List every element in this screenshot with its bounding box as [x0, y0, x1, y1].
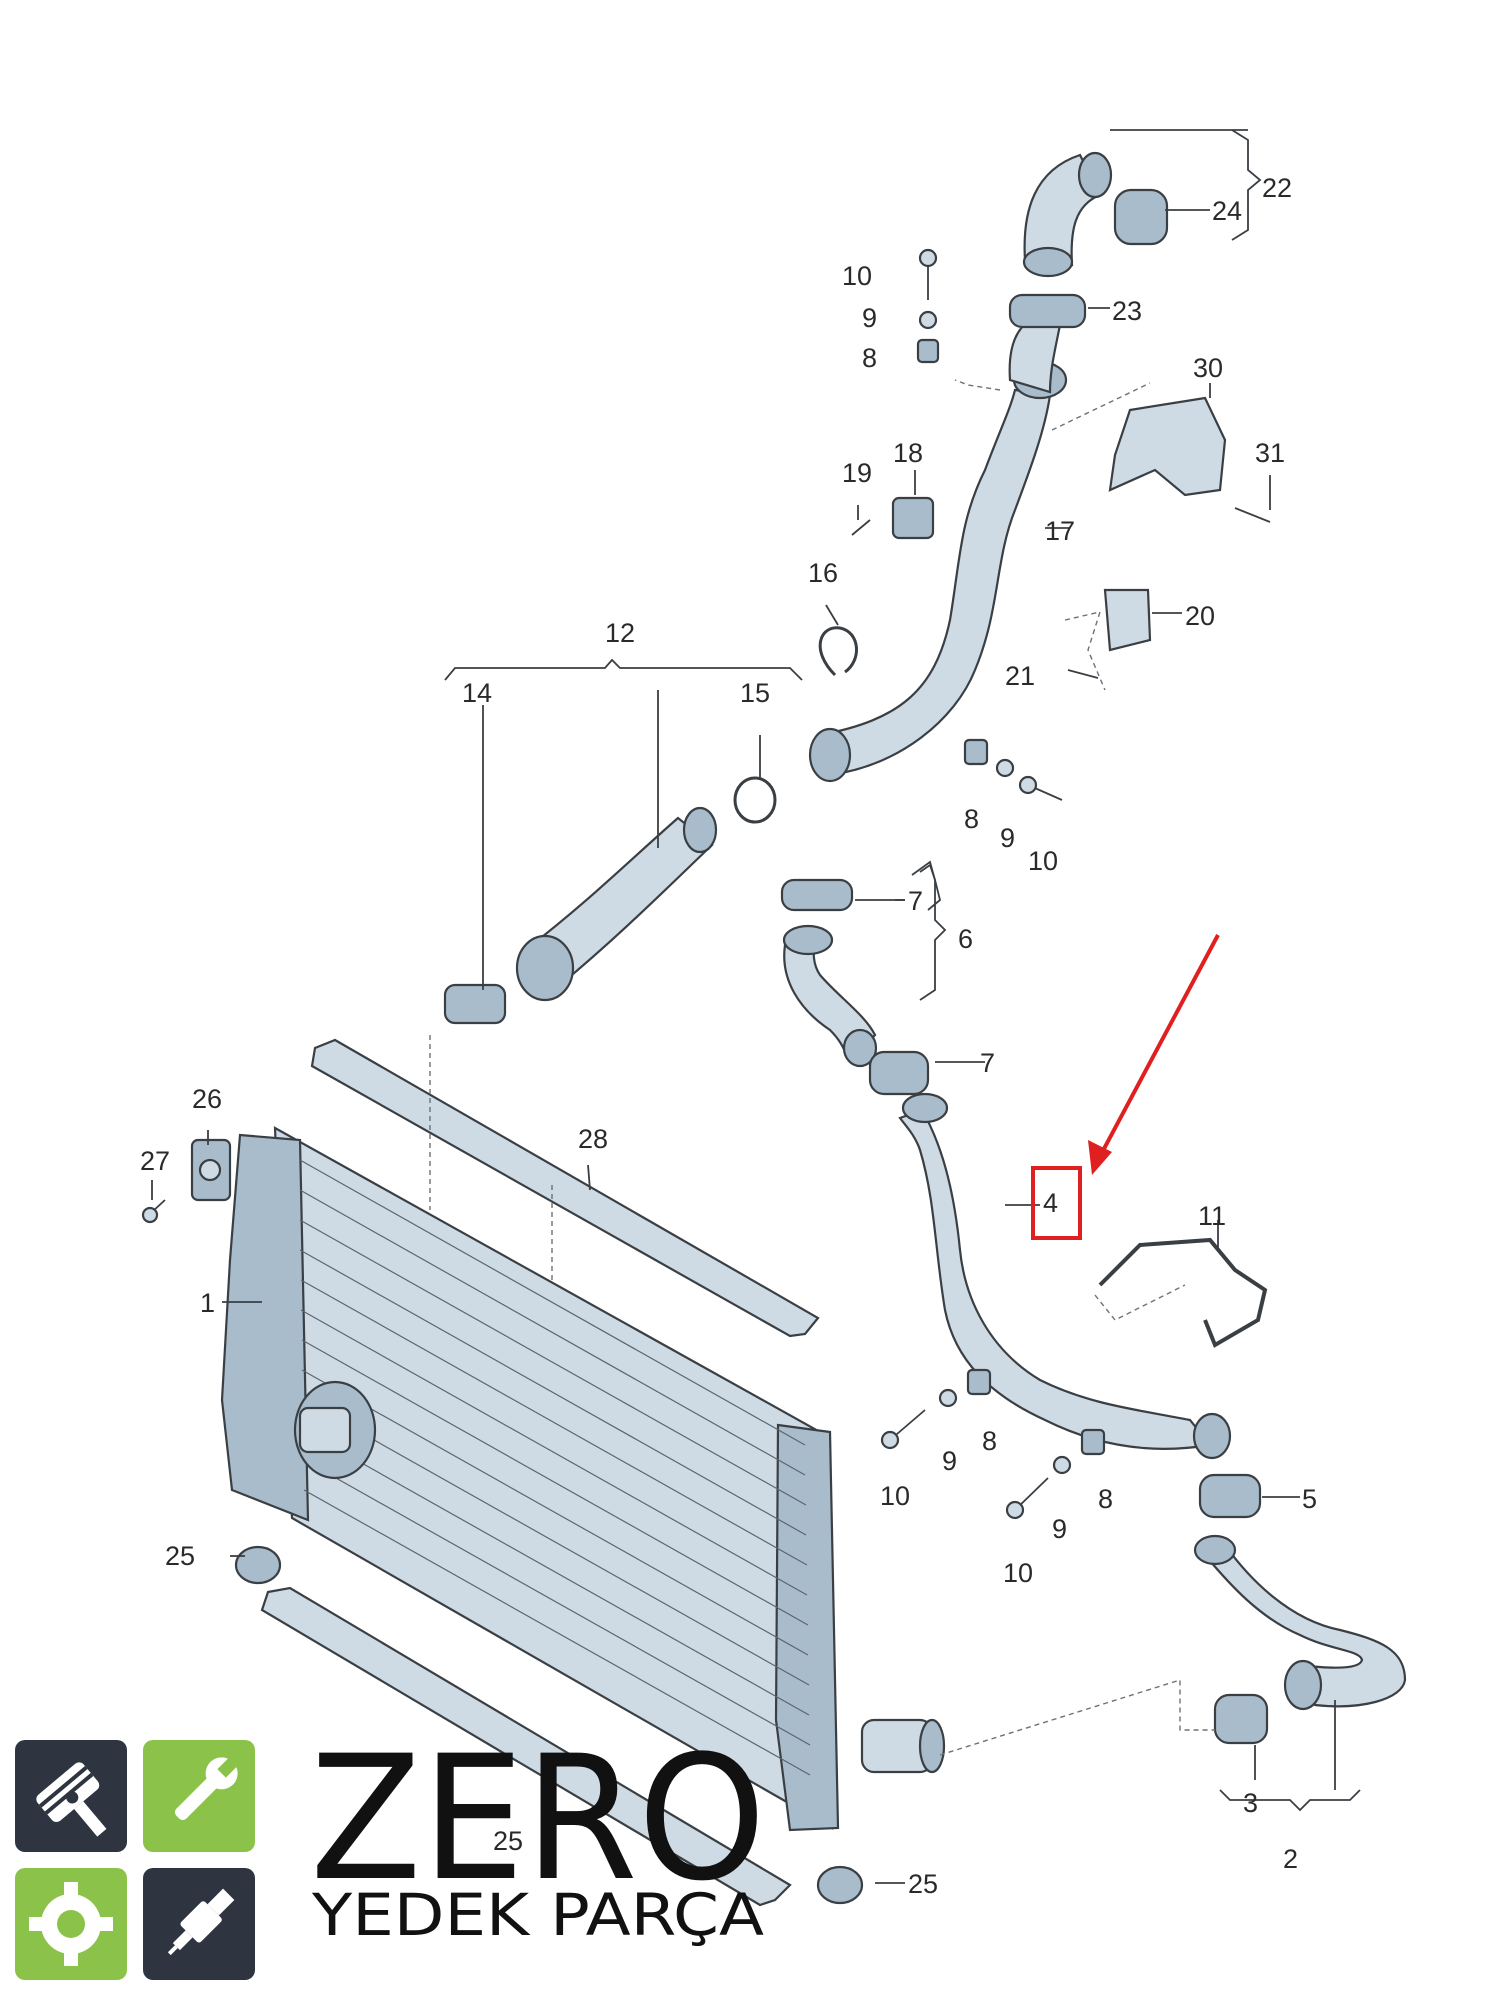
label-9a: 9 — [862, 303, 877, 333]
label-22: 22 — [1262, 173, 1292, 203]
part-labels: 1 2 3 4 5 6 7 7 8 8 8 8 9 9 9 9 10 10 10… — [140, 173, 1317, 1899]
label-10c: 10 — [880, 1481, 910, 1511]
label-30: 30 — [1193, 353, 1223, 383]
label-7a: 7 — [908, 886, 923, 916]
label-1: 1 — [200, 1288, 215, 1318]
label-8d: 8 — [1098, 1484, 1113, 1514]
bracket — [1103, 588, 1152, 652]
label-6: 6 — [958, 924, 973, 954]
hose-clamp — [1213, 1693, 1269, 1745]
charge-air-hose-lower — [1203, 1543, 1407, 1708]
bracket — [1098, 1237, 1268, 1348]
label-12: 12 — [605, 618, 635, 648]
label-26: 26 — [192, 1084, 222, 1114]
label-8a: 8 — [862, 343, 877, 373]
label-18: 18 — [893, 438, 923, 468]
label-3: 3 — [1243, 1788, 1258, 1818]
label-21: 21 — [1005, 661, 1035, 691]
label-14: 14 — [462, 678, 492, 708]
logo-tagline: YEDEK PARÇA — [311, 1881, 764, 1949]
fastener-cluster — [963, 738, 1063, 801]
label-10b: 10 — [1028, 846, 1058, 876]
fastener-cluster — [916, 248, 940, 364]
label-9c: 9 — [942, 1446, 957, 1476]
label-20: 20 — [1185, 601, 1215, 631]
label-28: 28 — [578, 1124, 608, 1154]
label-23: 23 — [1112, 296, 1142, 326]
charge-air-pipe — [818, 388, 1052, 777]
fastener-cluster — [880, 1368, 992, 1450]
label-2: 2 — [1283, 1844, 1298, 1874]
screw — [851, 519, 871, 536]
brand-logo: ZERO YEDEK PARÇA — [15, 1718, 766, 1980]
rubber-buffer — [234, 1545, 282, 1585]
bracket — [1108, 396, 1227, 497]
label-17: 17 — [1045, 516, 1075, 546]
screw — [1234, 507, 1271, 523]
label-5: 5 — [1302, 1484, 1317, 1514]
hose-clamp — [780, 878, 854, 912]
mount-bracket — [190, 1138, 232, 1202]
upper-air-guide — [310, 1038, 820, 1338]
label-11: 11 — [1198, 1201, 1226, 1231]
screw — [141, 1199, 166, 1224]
hose-clamp — [868, 1050, 930, 1096]
charge-air-pipe-highlighted — [898, 1108, 1213, 1450]
label-9b: 9 — [1000, 823, 1015, 853]
bracket — [891, 496, 935, 540]
hose-clamp — [1113, 188, 1169, 246]
fastener-cluster — [1005, 1428, 1106, 1520]
hose-clamp — [1008, 293, 1087, 329]
label-16: 16 — [808, 558, 838, 588]
label-10a: 10 — [842, 261, 872, 291]
screw — [1067, 669, 1099, 679]
seal-ring — [733, 776, 777, 824]
label-10d: 10 — [1003, 1558, 1033, 1588]
label-24: 24 — [1212, 196, 1242, 226]
leader-lines — [151, 129, 1361, 1884]
label-25c: 25 — [493, 1826, 523, 1856]
hose-clamp — [1198, 1473, 1262, 1519]
label-27: 27 — [140, 1146, 170, 1176]
label-8b: 8 — [964, 804, 979, 834]
rubber-buffer — [816, 1865, 864, 1905]
label-7b: 7 — [980, 1048, 995, 1078]
label-25a: 25 — [165, 1541, 195, 1571]
highlight-marker — [1031, 934, 1220, 1240]
logo-name: ZERO — [310, 1718, 766, 1919]
reference-lines — [429, 379, 1215, 1756]
hose-clamp — [443, 983, 507, 1025]
label-8c: 8 — [982, 1426, 997, 1456]
label-25b: 25 — [908, 1869, 938, 1899]
label-9d: 9 — [1052, 1514, 1067, 1544]
label-31: 31 — [1255, 438, 1285, 468]
label-15: 15 — [740, 678, 770, 708]
label-19: 19 — [842, 458, 872, 488]
lower-air-guide — [260, 1586, 792, 1907]
retaining-ring — [818, 626, 858, 677]
label-4: 4 — [1043, 1188, 1058, 1218]
intercooler — [220, 1126, 946, 1832]
